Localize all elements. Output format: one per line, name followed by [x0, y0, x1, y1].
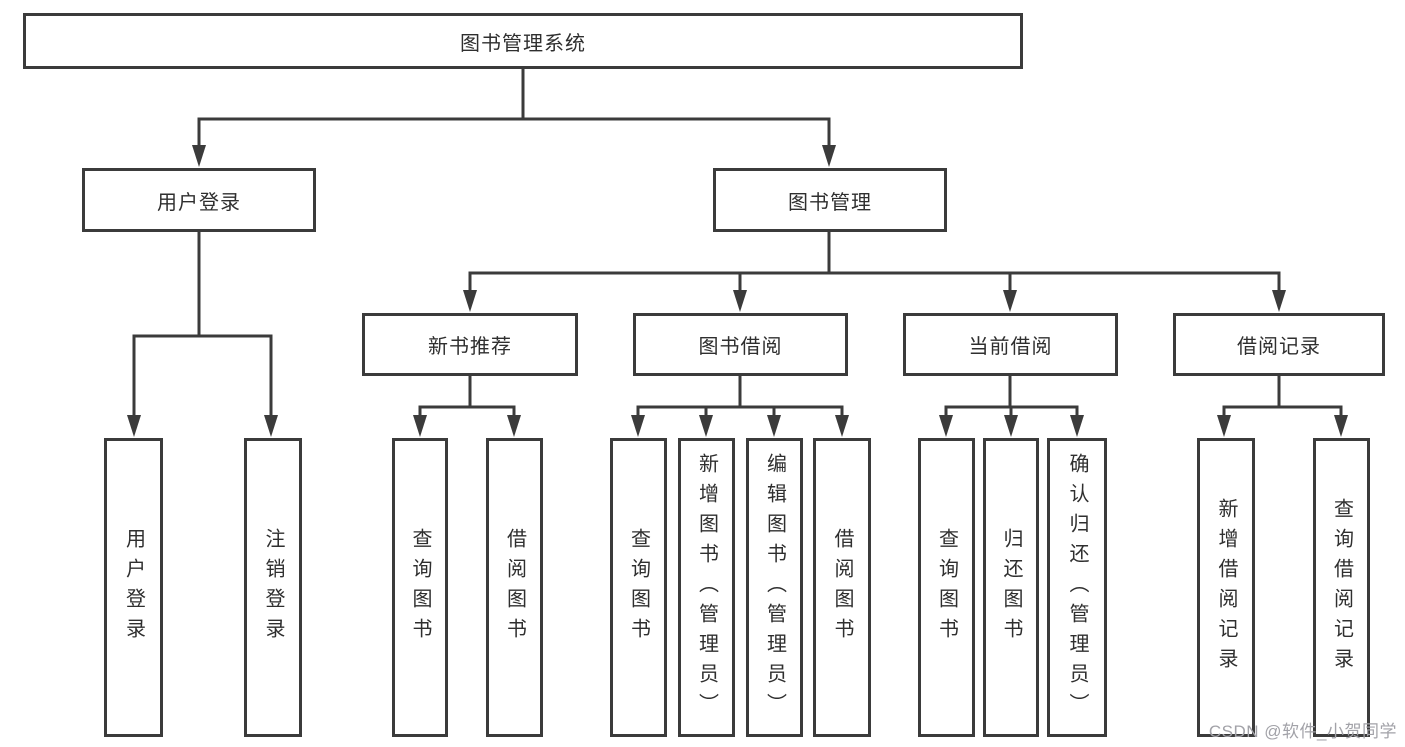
- edges-borrow-records-arrowheads: [1217, 415, 1348, 437]
- node-book-borrow: 图书借阅: [633, 313, 848, 376]
- leaf-query-books-borrow: 查询图书: [610, 438, 667, 737]
- node-new-book-recommend-label: 新书推荐: [428, 336, 512, 358]
- leaf-add-borrow-record: 新增借阅记录: [1197, 438, 1255, 737]
- node-current-borrow: 当前借阅: [903, 313, 1118, 376]
- leaf-logout: 注销登录: [244, 438, 302, 737]
- node-root: 图书管理系统: [23, 13, 1023, 69]
- node-current-borrow-label: 当前借阅: [968, 336, 1053, 358]
- leaf-query-books-borrow-label: 查询图书: [627, 527, 650, 648]
- edges-current-borrow-arrowheads: [939, 415, 1084, 437]
- leaf-add-borrow-record-label: 新增借阅记录: [1215, 497, 1237, 678]
- node-borrow-records-label: 借阅记录: [1237, 336, 1321, 358]
- leaf-borrow-books: 借阅图书: [813, 438, 871, 737]
- leaf-query-books-current-label: 查询图书: [935, 527, 958, 648]
- leaf-logout-label: 注销登录: [262, 527, 284, 648]
- leaf-add-book-admin: 新增图书（管理员）: [678, 438, 735, 737]
- node-book-management-label: 图书管理: [788, 191, 872, 214]
- edges-new-book-recommend-arrowheads: [413, 415, 521, 437]
- node-book-management: 图书管理: [713, 168, 947, 232]
- node-borrow-records: 借阅记录: [1173, 313, 1385, 376]
- leaf-borrow-books-recommend-label: 借阅图书: [503, 527, 526, 648]
- leaf-edit-book-admin: 编辑图书（管理员）: [746, 438, 803, 737]
- leaf-borrow-books-recommend: 借阅图书: [486, 438, 543, 737]
- edges-user-login-arrowheads: [127, 415, 278, 437]
- leaf-return-book: 归还图书: [983, 438, 1039, 737]
- leaf-confirm-return-admin: 确认归还（管理员）: [1047, 438, 1107, 737]
- node-book-borrow-label: 图书借阅: [698, 336, 783, 358]
- edges-book-management-arrowheads: [463, 290, 1286, 312]
- leaf-query-books-current: 查询图书: [918, 438, 975, 737]
- leaf-query-books-recommend: 查询图书: [392, 438, 448, 737]
- watermark: CSDN @软件_小贺同学: [1208, 722, 1397, 741]
- edges-book-management: [468, 232, 1281, 292]
- leaf-user-login: 用户登录: [104, 438, 163, 737]
- edges-borrow-records: [1222, 376, 1343, 417]
- node-user-login: 用户登录: [82, 168, 316, 232]
- edges-book-borrow: [636, 376, 844, 417]
- leaf-query-borrow-record: 查询借阅记录: [1313, 438, 1370, 737]
- leaf-borrow-books-label: 借阅图书: [831, 527, 853, 648]
- leaf-query-books-recommend-label: 查询图书: [409, 527, 431, 648]
- leaf-query-borrow-record-label: 查询借阅记录: [1330, 497, 1353, 678]
- node-root-label: 图书管理系统: [460, 32, 586, 55]
- leaf-return-book-label: 归还图书: [1000, 527, 1022, 648]
- edges-user-login: [132, 232, 273, 417]
- edges-root: [197, 67, 831, 147]
- leaf-add-book-admin-label: 新增图书（管理员）: [695, 452, 718, 723]
- leaf-confirm-return-admin-label: 确认归还（管理员）: [1066, 452, 1088, 723]
- leaf-user-login-label: 用户登录: [122, 527, 145, 648]
- edges-new-book-recommend: [418, 376, 516, 417]
- node-new-book-recommend: 新书推荐: [362, 313, 578, 376]
- node-user-login-label: 用户登录: [157, 191, 241, 214]
- leaf-edit-book-admin-label: 编辑图书（管理员）: [763, 452, 786, 723]
- edges-root-arrowheads: [192, 145, 836, 167]
- edges-current-borrow: [944, 376, 1079, 417]
- edges-book-borrow-arrowheads: [631, 415, 849, 437]
